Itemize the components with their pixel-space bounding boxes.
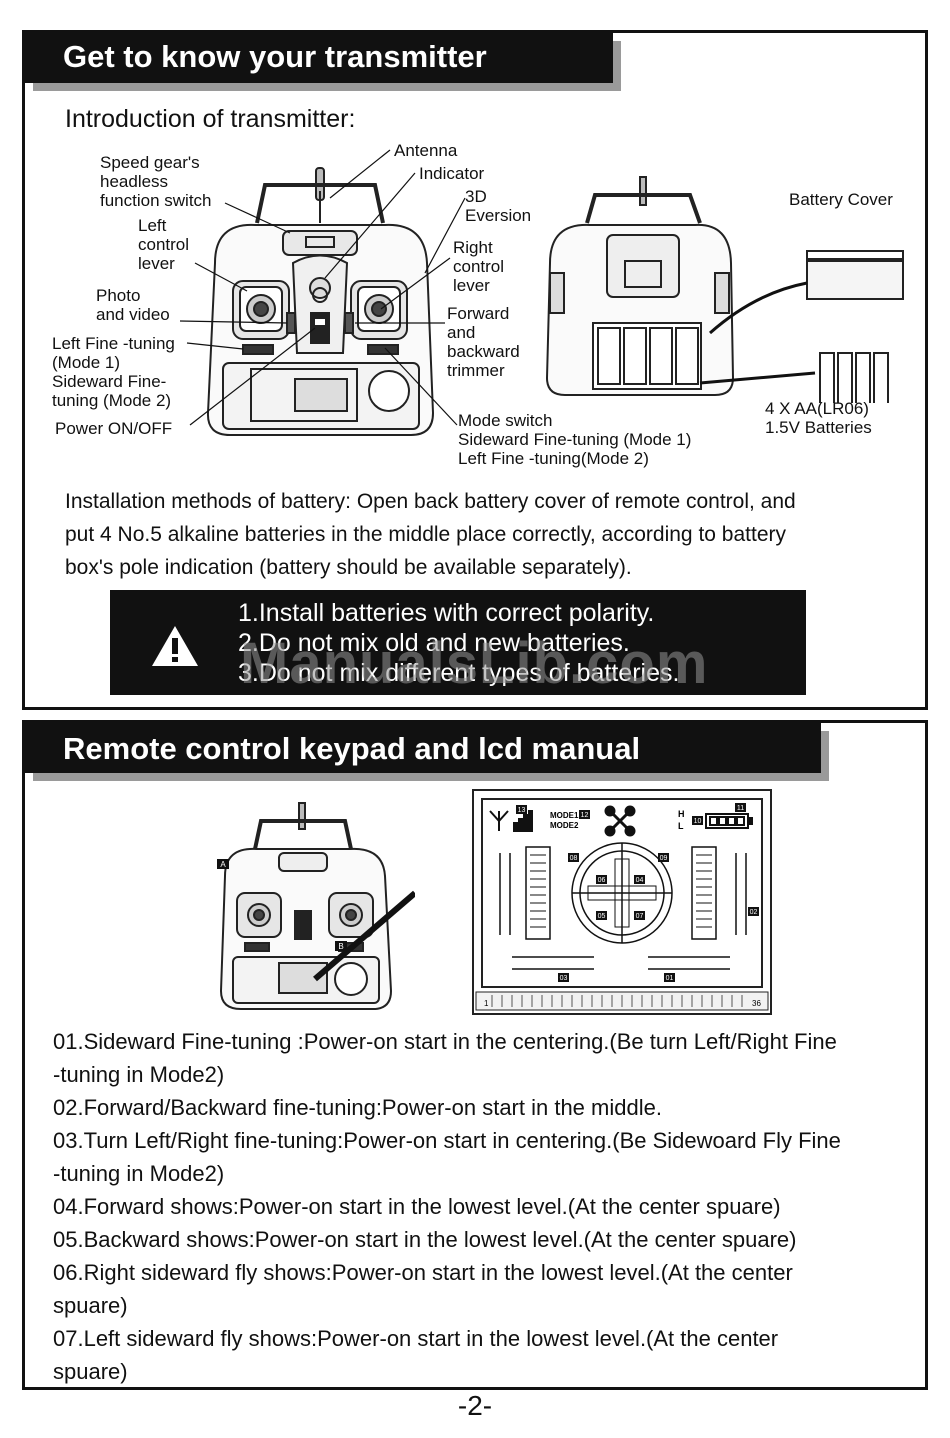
battery-warning-box: 1.Install batteries with correct polarit…: [110, 590, 806, 695]
transmitter-section: Get to know your transmitter Introductio…: [22, 30, 928, 710]
lcd-ref-09: 09: [660, 855, 668, 862]
warning-triangle-icon: [152, 626, 198, 666]
list-item: 04.Forward shows:Power-on start in the l…: [53, 1194, 781, 1219]
section-title: Remote control keypad and lcd manual: [25, 723, 821, 773]
battery-cover-label: Battery Cover: [789, 190, 893, 209]
lcd-description-list: 01.Sideward Fine-tuning :Power-on start …: [53, 1025, 913, 1388]
installation-line: box's pole indication (battery should be…: [65, 556, 632, 579]
lcd-ref-05: 05: [598, 913, 606, 920]
power-label: Power ON/OFF: [55, 419, 173, 438]
lcd-pin-36: 36: [752, 999, 761, 1008]
lcd-ref-02: 02: [750, 909, 758, 916]
photo-video-label: Photo and video: [96, 286, 170, 324]
lcd-h: H: [678, 809, 685, 819]
intro-title: Introduction of transmitter:: [65, 105, 356, 133]
lcd-ref-b: B: [338, 942, 343, 951]
lcd-ref-01: 01: [666, 975, 674, 982]
speed-gear-label: Speed gear's headless function switch: [100, 153, 212, 210]
lcd-ref-03: 03: [560, 975, 568, 982]
lcd-ref-10: 10: [694, 818, 702, 825]
left-lever-label: Left control lever: [138, 216, 190, 273]
lcd-ref-04: 04: [636, 877, 644, 884]
list-item: 07.Left sideward fly shows:Power-on star…: [53, 1326, 779, 1384]
warning-item: 3.Do not mix different types of batterie…: [238, 659, 680, 687]
mode-switch-label: Mode switch Sideward Fine-tuning (Mode 1…: [458, 411, 692, 468]
section-title: Get to know your transmitter: [25, 33, 613, 83]
lcd-mode1: MODE1: [550, 811, 579, 820]
installation-line: Installation methods of battery: Open ba…: [65, 490, 796, 513]
lcd-l: L: [678, 821, 684, 831]
antenna-label: Antenna: [394, 141, 458, 160]
list-item: 03.Turn Left/Right fine-tuning:Power-on …: [53, 1128, 841, 1186]
page-number: -2-: [457, 1390, 493, 1421]
indicator-label: Indicator: [419, 164, 485, 183]
lcd-ref-08: 08: [570, 855, 578, 862]
transmitter-front-illustration: [179, 149, 466, 436]
installation-line: put 4 No.5 alkaline batteries in the mid…: [65, 523, 786, 546]
lcd-mode2: MODE2: [550, 821, 579, 830]
list-item: 06.Right sideward fly shows:Power-on sta…: [53, 1260, 793, 1318]
lcd-ref-06: 06: [598, 877, 606, 884]
transmitter-back-illustration: [545, 176, 904, 403]
watermark: ManualsLib.com: [240, 631, 709, 696]
transmitter-small-illustration: A B: [217, 802, 415, 1010]
warning-item: 1.Install batteries with correct polarit…: [238, 599, 655, 627]
list-item: 01.Sideward Fine-tuning :Power-on start …: [53, 1029, 837, 1087]
lcd-ref-13: 13: [518, 807, 526, 814]
lcd-diagram: 1 36 13 MODE1 MODE2 12 H L 11 10: [472, 789, 772, 1015]
lcd-ref-11: 11: [737, 805, 744, 812]
batteries-label: 4 X AA(LR06) 1.5V Batteries: [765, 399, 872, 437]
right-lever-label: Right control lever: [453, 238, 505, 295]
list-item: 05.Backward shows:Power-on start in the …: [53, 1227, 797, 1252]
installation-paragraph: Installation methods of battery: Open ba…: [65, 485, 905, 584]
keypad-lcd-section: Remote control keypad and lcd manual A B: [22, 720, 928, 1390]
left-fine-tuning-label: Left Fine -tuning (Mode 1) Sideward Fine…: [52, 334, 175, 410]
lcd-ref-12: 12: [581, 812, 589, 819]
warning-list: 1.Install batteries with correct polarit…: [238, 598, 679, 688]
lcd-ref-a: A: [220, 860, 226, 869]
trimmer-label: Forward and backward trimmer: [447, 304, 520, 380]
lcd-ref-07: 07: [636, 913, 644, 920]
drone-icon: [604, 805, 636, 837]
warning-item: 2.Do not mix old and new batteries.: [238, 629, 630, 657]
eversion-label: 3D Eversion: [465, 187, 532, 225]
lcd-pin-1: 1: [484, 999, 489, 1008]
battery-gauge-icon: [705, 813, 753, 829]
list-item: 02.Forward/Backward fine-tuning:Power-on…: [53, 1095, 662, 1120]
